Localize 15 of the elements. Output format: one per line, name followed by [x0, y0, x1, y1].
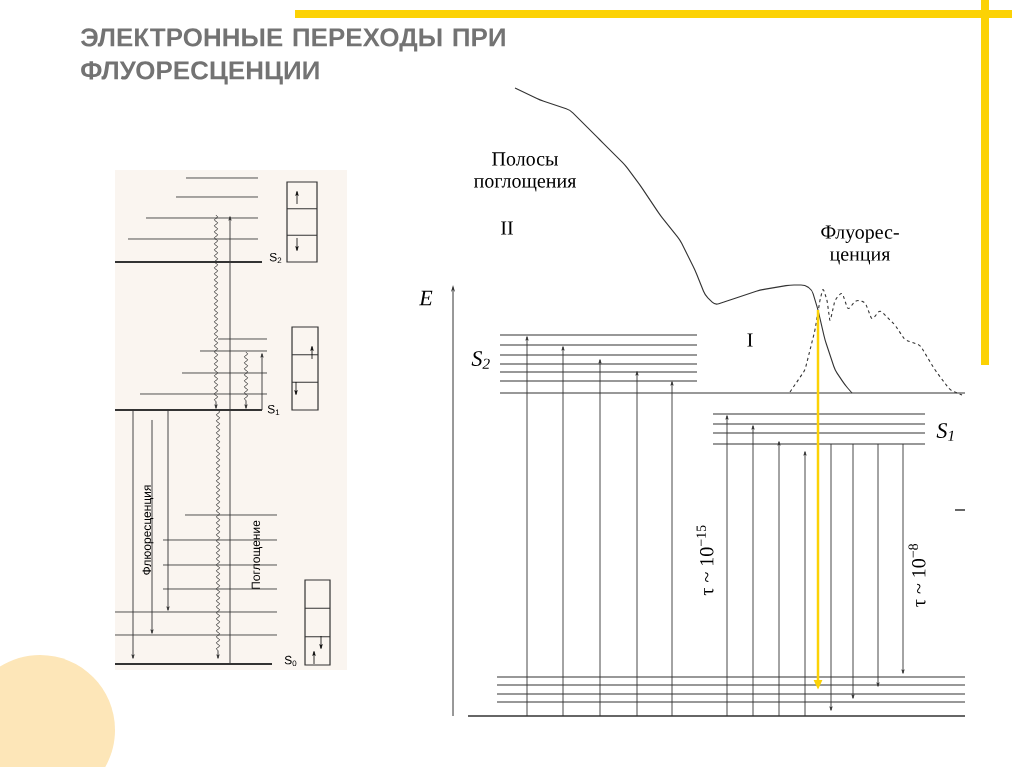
level-label: Полосы поглощения — [474, 152, 576, 192]
level-label: S$_{2}$ — [269, 252, 282, 264]
axis-label: Поглощение — [251, 520, 263, 589]
band-label: II — [501, 221, 513, 235]
band-label: Флуорес- ценция — [821, 225, 899, 265]
level-label: S$_{0}$ — [284, 655, 297, 667]
level-label: S$_{2}$ — [471, 351, 490, 369]
lifetime-label: τ ~ 10$^{−15}$ — [696, 525, 714, 596]
axis-label: E — [419, 290, 433, 306]
level-label: S$_{1}$ — [267, 404, 280, 416]
band-label: I — [747, 333, 753, 347]
lifetime-label: τ ~ 10$^{−8}$ — [908, 543, 926, 607]
title: ЭЛЕКТРОННЫЕ ПЕРЕХОДЫ ПРИ ФЛУОРЕСЦЕНЦИИ — [80, 28, 505, 85]
axis-label: Флюоресценция — [142, 485, 154, 575]
level-label: S$_{1}$ — [936, 423, 954, 441]
